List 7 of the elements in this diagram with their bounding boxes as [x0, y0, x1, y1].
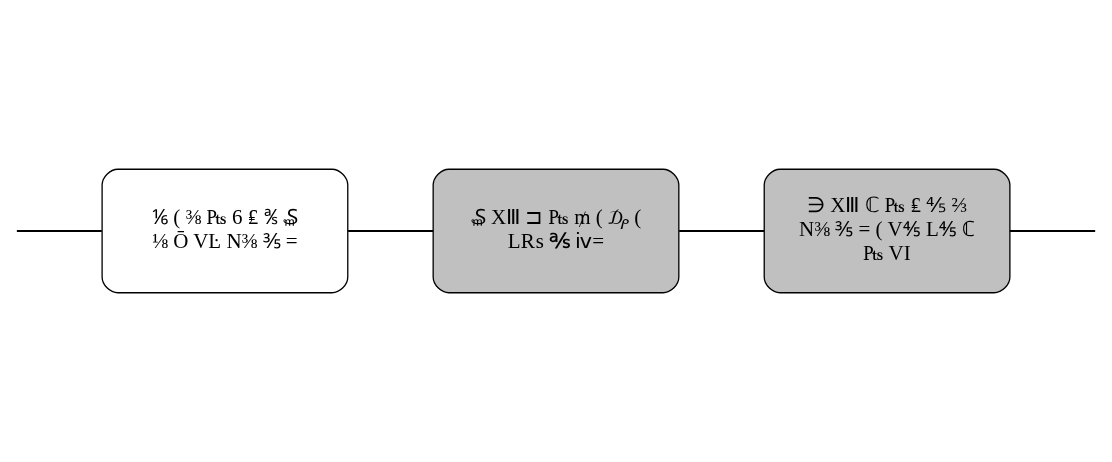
node-box: ₷ XⅢ ⊐ ₧ ₥ ( ₯ ( L₨ ℁ ⅳ=	[432, 168, 680, 294]
connector	[347, 230, 435, 232]
node-box: ∋ XⅢ ℂ ₧ ₤ ⅘ ⅔ N⅜ ⅗ = ( V⅘ L⅘ ℂ ₧ VI	[763, 168, 1011, 294]
connector	[678, 230, 766, 232]
node-box: ⅙ ( ⅜ ₧ 6 ₤ ℁ ₷ ⅛ Ō VĿ N⅜ ⅗ =	[101, 168, 349, 294]
connector	[15, 230, 103, 232]
connector	[1008, 230, 1097, 232]
